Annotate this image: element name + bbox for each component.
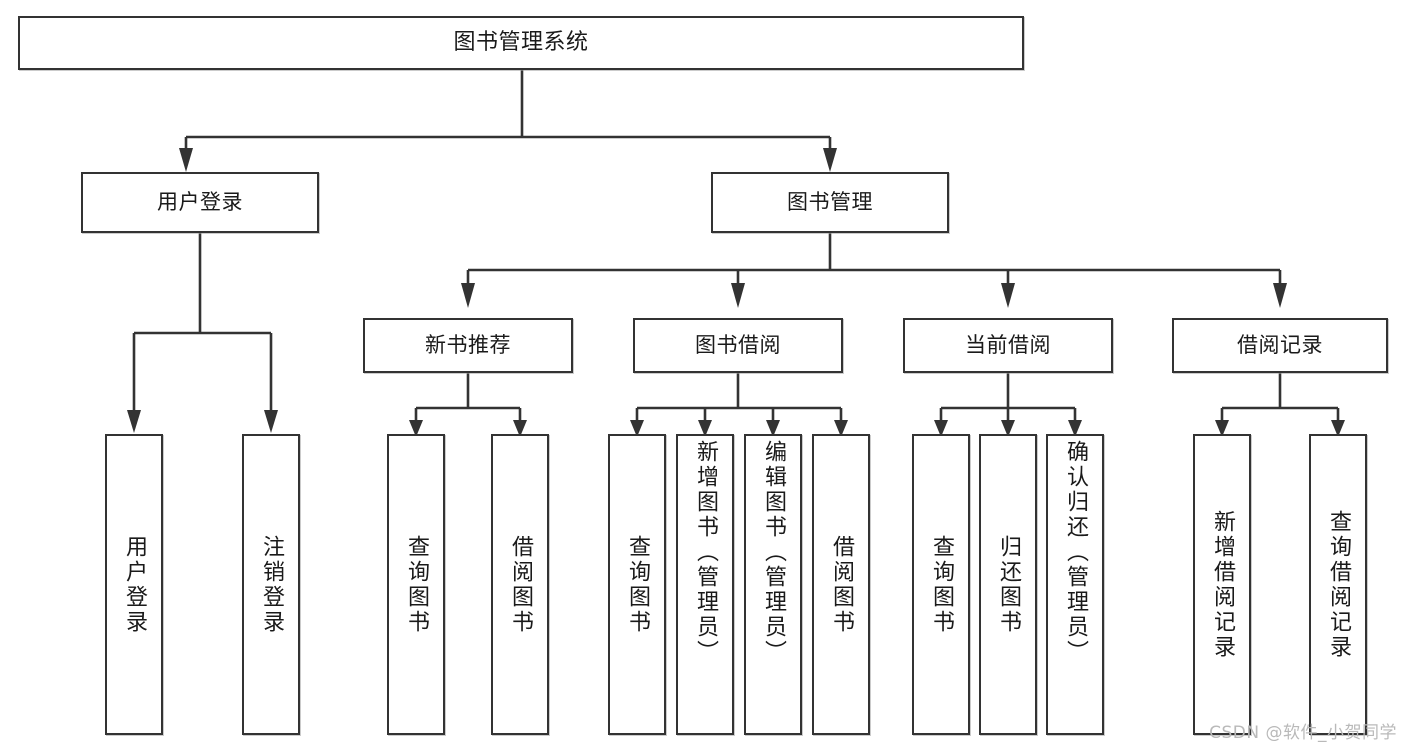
node-leaf-logout[interactable]: 注销登录 (242, 434, 300, 735)
node-new-book-rec[interactable]: 新书推荐 (363, 318, 573, 373)
node-leaf-query-book-3[interactable]: 查询图书 (912, 434, 970, 735)
node-book-manage[interactable]: 图书管理 (711, 172, 949, 233)
node-current-borrow-label: 当前借阅 (965, 333, 1051, 358)
node-leaf-query-record-label: 查询借阅记录 (1326, 509, 1351, 660)
node-leaf-edit-book[interactable]: 编辑图书（管理员） (744, 434, 802, 735)
node-leaf-confirm-return-label: 确认归还（管理员） (1063, 440, 1088, 665)
node-leaf-add-record[interactable]: 新增借阅记录 (1193, 434, 1251, 735)
node-user-login[interactable]: 用户登录 (81, 172, 319, 233)
node-leaf-borrow-book-2-label: 借阅图书 (829, 534, 854, 635)
node-leaf-query-book-1-label: 查询图书 (404, 534, 429, 635)
node-leaf-edit-book-label: 编辑图书（管理员） (761, 440, 786, 665)
node-leaf-borrow-book-1[interactable]: 借阅图书 (491, 434, 549, 735)
node-leaf-return-book[interactable]: 归还图书 (979, 434, 1037, 735)
node-borrow-record-label: 借阅记录 (1237, 333, 1323, 358)
node-current-borrow[interactable]: 当前借阅 (903, 318, 1113, 373)
node-leaf-return-book-label: 归还图书 (996, 534, 1021, 635)
node-book-borrow[interactable]: 图书借阅 (633, 318, 843, 373)
node-leaf-borrow-book-1-label: 借阅图书 (508, 534, 533, 635)
node-leaf-borrow-book-2[interactable]: 借阅图书 (812, 434, 870, 735)
node-leaf-confirm-return[interactable]: 确认归还（管理员） (1046, 434, 1104, 735)
node-leaf-user-login-label: 用户登录 (122, 534, 147, 635)
node-root[interactable]: 图书管理系统 (18, 16, 1024, 70)
node-leaf-add-record-label: 新增借阅记录 (1210, 509, 1235, 660)
node-user-login-label: 用户登录 (157, 190, 243, 215)
node-root-label: 图书管理系统 (453, 30, 589, 56)
node-leaf-query-book-2-label: 查询图书 (625, 534, 650, 635)
node-book-manage-label: 图书管理 (787, 190, 873, 215)
node-leaf-query-book-2[interactable]: 查询图书 (608, 434, 666, 735)
node-leaf-query-record[interactable]: 查询借阅记录 (1309, 434, 1367, 735)
node-leaf-add-book[interactable]: 新增图书（管理员） (676, 434, 734, 735)
node-leaf-add-book-label: 新增图书（管理员） (693, 440, 718, 665)
watermark: CSDN @软件_小贺同学 (1209, 723, 1397, 743)
node-leaf-query-book-1[interactable]: 查询图书 (387, 434, 445, 735)
node-book-borrow-label: 图书借阅 (695, 333, 781, 358)
node-leaf-query-book-3-label: 查询图书 (929, 534, 954, 635)
node-borrow-record[interactable]: 借阅记录 (1172, 318, 1388, 373)
node-new-book-rec-label: 新书推荐 (425, 333, 511, 358)
node-leaf-user-login[interactable]: 用户登录 (105, 434, 163, 735)
node-leaf-logout-label: 注销登录 (259, 534, 284, 635)
